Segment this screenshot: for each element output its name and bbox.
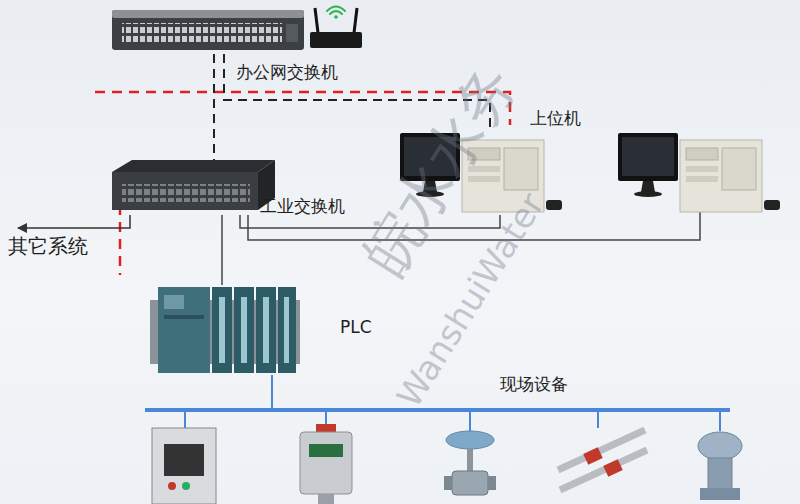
wifi-router-icon xyxy=(310,7,362,49)
node-label: 现场设备 xyxy=(500,374,568,394)
other-systems: 其它系统 xyxy=(8,228,92,260)
control-valve-icon xyxy=(444,431,496,495)
node-label: 工业交换机 xyxy=(260,196,345,216)
circuit-breaker-icon xyxy=(152,428,216,504)
node-label: PLC xyxy=(340,317,372,337)
office-switch: 办公网交换机 xyxy=(110,8,305,54)
industrial-switch: 工业交换机 xyxy=(110,160,275,215)
network-cable xyxy=(248,212,700,240)
bus-link xyxy=(271,375,273,408)
dashed-link xyxy=(213,54,215,160)
displacement-sensor-icon xyxy=(558,430,647,490)
industrial-switch-icon xyxy=(112,160,275,210)
office-switch-icon xyxy=(112,10,304,50)
field-bus: 现场设备 xyxy=(145,408,730,412)
node-label: 其它系统 xyxy=(8,234,88,258)
plc-icon xyxy=(150,287,300,373)
node-label: 上位机 xyxy=(530,108,581,128)
bus-drop xyxy=(185,412,720,431)
plc: PLC xyxy=(155,285,295,375)
arrow-link xyxy=(18,215,130,228)
pressure-regulator-icon xyxy=(698,432,742,500)
node-label: 办公网交换机 xyxy=(236,62,338,82)
transmitter-icon xyxy=(300,424,352,504)
network-cable xyxy=(221,215,223,285)
